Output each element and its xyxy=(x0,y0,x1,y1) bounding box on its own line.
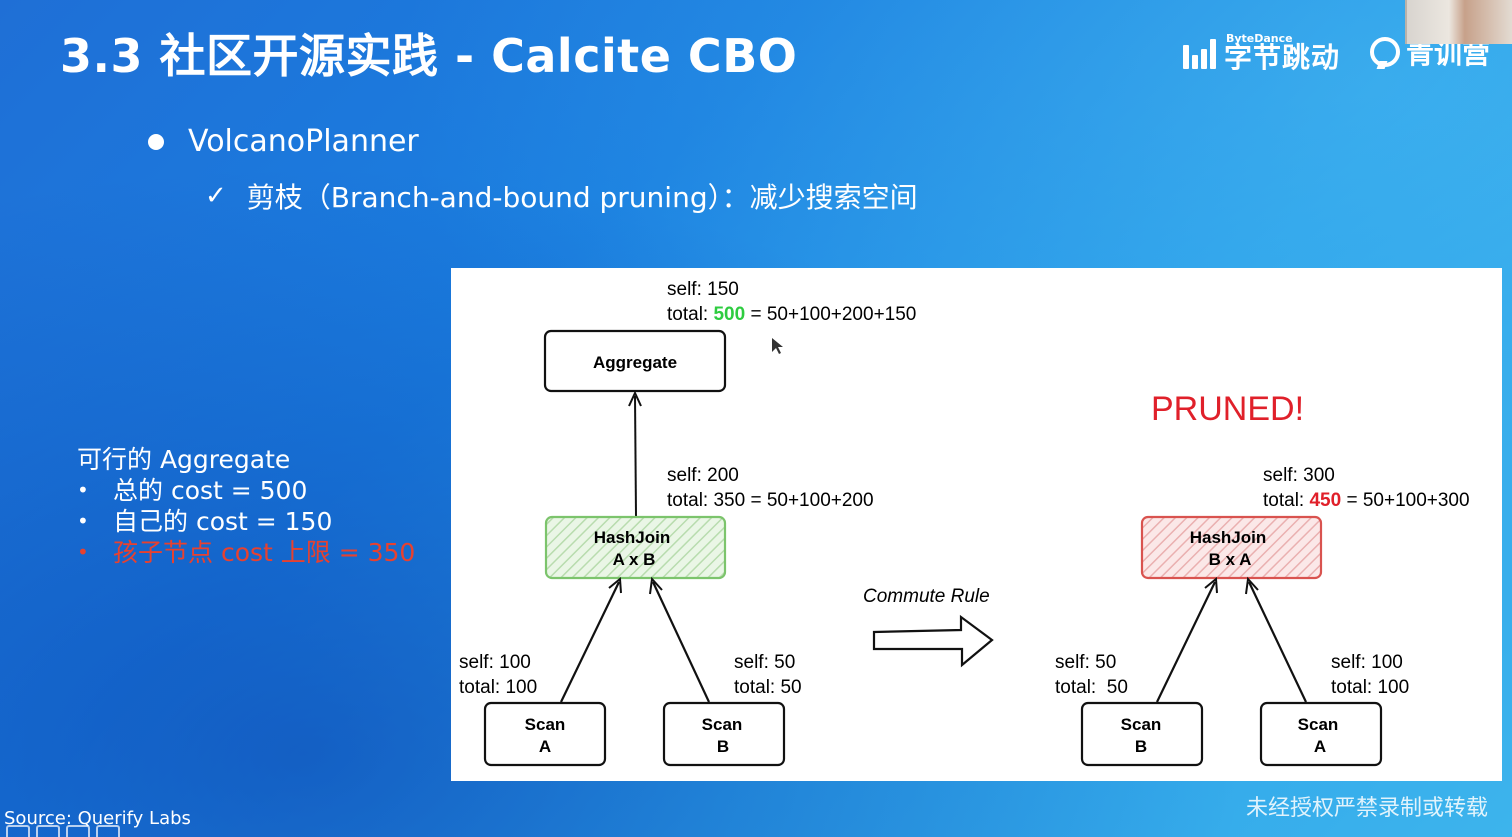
copyright-watermark: 未经授权严禁录制或转载 xyxy=(1245,796,1488,821)
bullet-volcano-planner: VolcanoPlanner xyxy=(148,124,419,159)
bytedance-bars-icon xyxy=(1182,35,1216,69)
notes-item-highlight: • 孩子节点 cost 上限 = 350 xyxy=(77,537,415,568)
cursor-icon xyxy=(772,338,783,354)
notes-item: • 自己的 cost = 150 xyxy=(77,506,415,537)
right-scan-a-line2: A xyxy=(1314,737,1326,756)
left-scan-a-line1: Scan xyxy=(525,715,566,734)
left-scan-b-line2: B xyxy=(717,737,729,756)
left-scan-b-self: self: 50 xyxy=(734,652,795,673)
qingxun-icon xyxy=(1369,37,1400,67)
arrowhead-icon xyxy=(1245,576,1259,595)
notes-item-text: 总的 cost = 500 xyxy=(113,476,308,505)
bullet-dot-icon: • xyxy=(77,478,89,502)
left-scan-a-self: self: 100 xyxy=(459,652,531,673)
presentation-toolbar xyxy=(6,825,120,837)
menu-icon[interactable] xyxy=(66,825,90,837)
notes-item-text: 自己的 cost = 150 xyxy=(113,507,333,536)
arrowhead-icon xyxy=(608,577,622,594)
bytedance-cn-name: 字节跳动 xyxy=(1223,40,1340,74)
aggregate-self: self: 150 xyxy=(667,279,739,300)
bytedance-name: ByteDance xyxy=(1225,31,1293,45)
right-scan-a-self: self: 100 xyxy=(1331,652,1403,673)
left-join-total: total: 350 = 50+100+200 xyxy=(667,490,874,511)
arrowhead-icon xyxy=(1204,577,1218,594)
left-scan-a-line2: A xyxy=(539,737,551,756)
next-slide-icon[interactable] xyxy=(36,825,60,837)
left-scan-b-line1: Scan xyxy=(702,715,743,734)
edge-join-aggregate xyxy=(634,395,637,517)
right-join-self: self: 300 xyxy=(1263,465,1335,486)
left-scan-a-total: total: 100 xyxy=(459,677,537,698)
right-scan-b-node xyxy=(1080,701,1204,767)
right-scan-b-self: self: 50 xyxy=(1055,652,1116,673)
right-scan-b-line1: Scan xyxy=(1121,715,1162,734)
sub-bullet-pruning: ✓ 剪枝（Branch-and-bound pruning）：减少搜索空间 xyxy=(205,176,918,216)
edge-scan-a-join xyxy=(560,581,620,703)
aggregate-total-value: 500 xyxy=(713,304,745,325)
notes-heading: 可行的 Aggregate xyxy=(77,445,291,474)
aggregate-total: total: 500 = 50+100+200+150 xyxy=(667,304,916,325)
left-scan-b-node xyxy=(662,701,786,767)
pruned-label: PRUNED! xyxy=(1151,390,1304,428)
notes-item-text: 孩子节点 cost 上限 = 350 xyxy=(113,538,416,567)
source-credit: Source: Querify Labs xyxy=(4,808,191,829)
bullet-dot-icon xyxy=(148,133,164,150)
aggregate-notes: 可行的 Aggregate • 总的 cost = 500 • 自己的 cost… xyxy=(77,444,415,568)
zoom-icon[interactable] xyxy=(96,825,120,837)
check-icon: ✓ xyxy=(205,181,227,211)
right-scan-a-line1: Scan xyxy=(1298,715,1339,734)
bullet-dot-icon: • xyxy=(77,540,89,564)
bullet-text: VolcanoPlanner xyxy=(188,124,419,159)
left-join-self: self: 200 xyxy=(667,465,739,486)
plan-diagram-svg: self: 150 total: 500 = 50+100+200+150 Ag… xyxy=(459,279,1470,767)
commute-rule-label: Commute Rule xyxy=(863,586,990,607)
left-join-line2: A x B xyxy=(613,550,656,569)
arrowhead-icon xyxy=(628,390,642,407)
webcam-thumbnail xyxy=(1405,0,1512,44)
arrowhead-icon xyxy=(649,576,663,595)
edge-scan-b-join xyxy=(652,581,710,703)
left-hashjoin-node xyxy=(544,515,727,580)
left-scan-a-node xyxy=(483,701,607,767)
notes-item: • 总的 cost = 500 xyxy=(77,475,415,506)
left-join-line1: HashJoin xyxy=(594,528,671,547)
sub-bullet-text: 剪枝（Branch-and-bound pruning）：减少搜索空间 xyxy=(246,181,918,214)
slide-title: 3.3 社区开源实践 - Calcite CBO xyxy=(60,29,798,83)
prev-slide-icon[interactable] xyxy=(6,825,30,837)
edge-right-scan-b-join xyxy=(1156,581,1216,703)
aggregate-label: Aggregate xyxy=(593,353,677,372)
right-join-total-value: 450 xyxy=(1309,490,1341,511)
right-hashjoin-node xyxy=(1140,515,1323,580)
right-join-line1: HashJoin xyxy=(1190,528,1267,547)
right-scan-b-total: total: 50 xyxy=(1055,677,1128,698)
right-scan-a-total: total: 100 xyxy=(1331,677,1409,698)
left-scan-b-total: total: 50 xyxy=(734,677,802,698)
right-join-total: total: 450 = 50+100+300 xyxy=(1263,490,1470,511)
right-scan-b-line2: B xyxy=(1135,737,1147,756)
right-join-line2: B x A xyxy=(1209,550,1252,569)
bytedance-logo: ByteDance 字节跳动 xyxy=(1182,31,1340,74)
edge-right-scan-a-join xyxy=(1248,581,1307,703)
plan-diagram: self: 150 total: 500 = 50+100+200+150 Ag… xyxy=(451,268,1502,781)
right-scan-a-node xyxy=(1259,701,1383,767)
bullet-dot-icon: • xyxy=(77,509,89,533)
commute-arrow-icon xyxy=(872,614,994,668)
